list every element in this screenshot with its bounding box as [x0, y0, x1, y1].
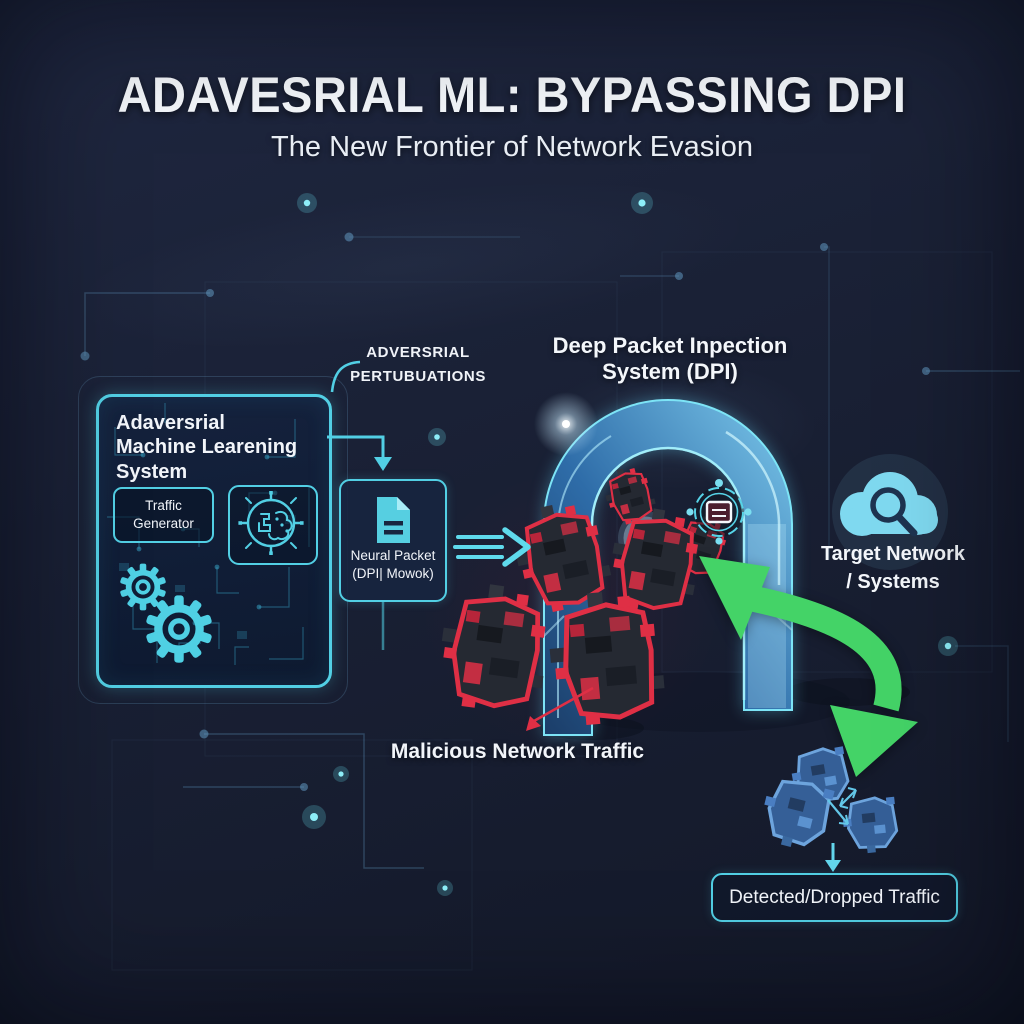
- glow-dots: [297, 192, 958, 896]
- dpi-title: Deep Packet Inpection System (DPI): [552, 333, 788, 384]
- target-network-label: Target Network / Systems: [820, 543, 966, 593]
- detected-box: Detected/Dropped Traffic: [711, 873, 958, 922]
- subtitle: The New Frontier of Network Evasion: [271, 131, 753, 163]
- ml-system-title: Adaversrial Machine Learening System: [116, 412, 298, 483]
- brain-chip-icon: [238, 491, 304, 555]
- neural-packet-label: Neural Packet (DPI| Mowok): [350, 548, 436, 581]
- perturbations-label: ADVERSRIAL PERTUBUATIONS: [350, 344, 486, 385]
- traffic-generator-label: Traffic Generator: [133, 498, 194, 531]
- traffic-generator-box: Traffic Generator: [113, 487, 214, 543]
- detected-label: Detected/Dropped Traffic: [729, 886, 940, 908]
- ai-model-box: [228, 485, 318, 565]
- document-icon: [377, 497, 410, 543]
- gears-icon: [120, 564, 211, 662]
- ml-system-box: Adaversrial Machine Learening System Tra…: [96, 394, 332, 688]
- neural-packet-box: Neural Packet (DPI| Mowok): [339, 479, 447, 602]
- main-title: ADAVESRIAL ML: BYPASSING DPI: [117, 67, 907, 123]
- malicious-traffic-label: Malicious Network Traffic: [390, 740, 645, 763]
